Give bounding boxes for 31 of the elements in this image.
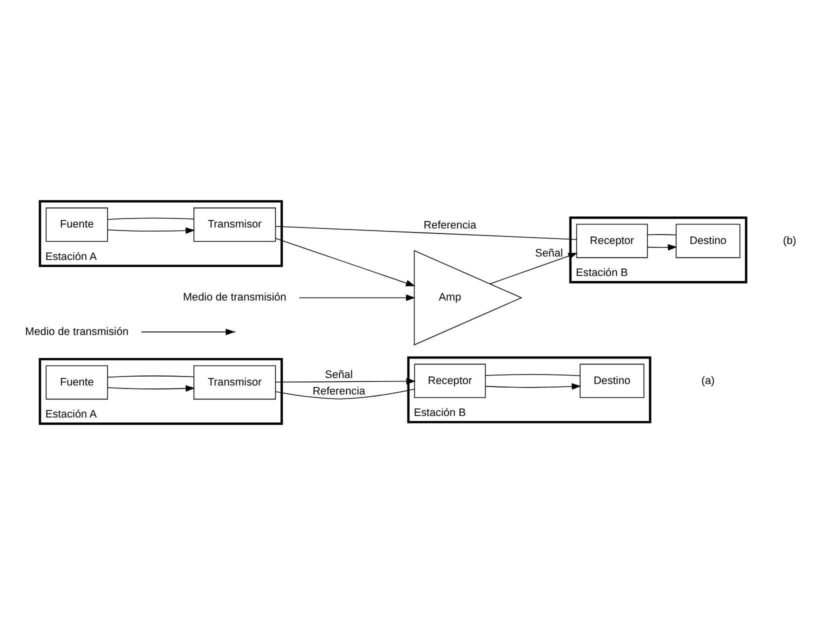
node-text: Medio de transmisión — [183, 292, 286, 304]
node-box: Fuente — [46, 365, 108, 400]
arrow — [485, 383, 582, 390]
node-box: Transmisor — [194, 208, 276, 242]
arrow — [490, 252, 578, 284]
connector — [275, 226, 577, 240]
connector — [275, 388, 415, 400]
connector — [107, 376, 194, 378]
arrow — [107, 227, 195, 234]
label: (b) — [783, 234, 796, 247]
node-box: Transmisor — [194, 365, 276, 400]
arrow — [647, 244, 678, 251]
node-box: Receptor — [576, 224, 648, 258]
node-box: Destino — [580, 364, 644, 398]
edge-label: Referencia — [424, 220, 476, 232]
label: (a) — [701, 374, 715, 387]
connector — [485, 374, 580, 376]
node-box: Fuente — [46, 208, 108, 242]
node-box: Receptor — [414, 364, 486, 398]
arrow — [275, 378, 416, 384]
edge-label: Referencia — [312, 385, 366, 398]
connector — [107, 218, 194, 220]
node-box: Destino — [676, 224, 740, 258]
node-text: Medio de transmisión — [25, 326, 129, 338]
arrow — [107, 385, 195, 392]
edge-label: Señal — [324, 368, 353, 381]
edge-label: Señal — [535, 248, 563, 260]
arrow — [298, 294, 416, 301]
connector — [647, 234, 676, 236]
arrow — [141, 328, 236, 336]
arrow — [275, 238, 416, 286]
